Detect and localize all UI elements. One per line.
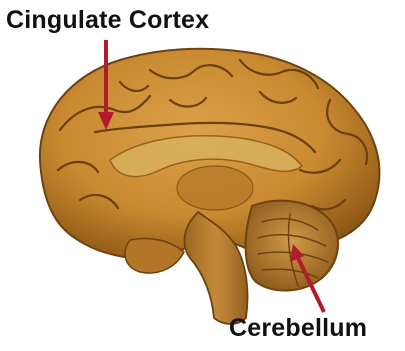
label-cerebellum: Cerebellum bbox=[229, 314, 367, 343]
thalamus bbox=[177, 166, 253, 210]
label-cingulate-cortex: Cingulate Cortex bbox=[6, 6, 209, 35]
